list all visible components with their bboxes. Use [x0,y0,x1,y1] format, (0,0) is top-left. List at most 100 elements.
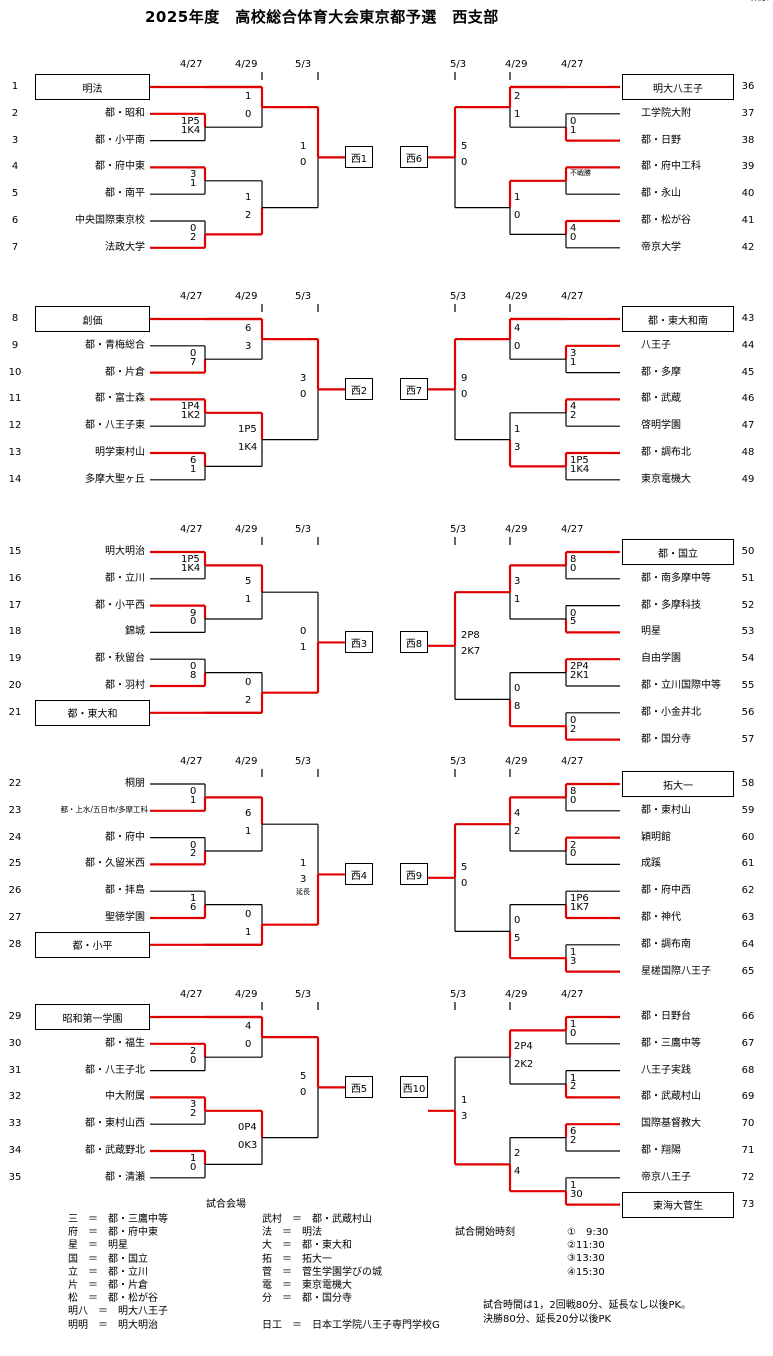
date-label-right: 5/3 [450,989,467,1000]
score-r1: 3 [190,169,197,181]
team-name-right: 都・日野 [641,134,681,146]
score-r1: 0 [570,231,577,243]
team-number-left: 20 [8,680,22,691]
score-r2: 1 [245,926,252,938]
corner-label: 東京 [751,0,769,3]
team-number-right: 37 [741,107,755,119]
score-r2: 5 [245,576,252,588]
score-r1: 1 [190,794,197,806]
score-r3: 0 [461,877,468,889]
score-r1: 6 [570,1126,577,1138]
team-number-left: 12 [8,420,22,432]
score-r1: 1 [190,893,197,905]
team-name-right: 穎明館 [641,831,671,843]
score-r1: 2 [570,723,577,735]
team-name-right: 都・永山 [641,188,681,200]
team-number-left: 6 [11,215,19,226]
final-slot-right: 西6 [400,146,428,169]
score-r3: 0 [300,626,307,638]
team-number-right: 49 [741,473,755,485]
score-r2: 1 [514,594,521,606]
team-number-right: 53 [741,626,755,638]
team-number-right: 46 [741,393,755,405]
score-r1: 1K4 [181,562,201,574]
team-name-right: 都・国分寺 [641,733,691,745]
date-label-right: 5/3 [450,59,467,70]
team-number-left: 2 [11,107,19,119]
score-r1: 6 [190,455,197,466]
team-name-right: 都・調布南 [641,938,691,950]
team-number-left: 15 [8,546,22,557]
venue-entry: 法 ＝ 明法 [262,1227,322,1239]
score-r1: 2 [570,1135,577,1146]
team-number-right: 68 [741,1064,755,1076]
date-label-left: 4/27 [180,291,203,302]
score-r1: 1P4 [181,401,200,413]
score-r1: 1 [570,356,577,368]
score-r3: 1 [300,858,307,870]
score-r1: 1P5 [570,455,589,466]
team-number-left: 3 [11,134,19,146]
score-note: 延長 [296,888,310,897]
team-number-right: 56 [741,706,755,718]
score-r1: 8 [570,554,577,565]
venue-entry: 大 ＝ 都・東大和 [262,1240,352,1252]
team-number-left: 17 [8,599,22,611]
team-number-left: 28 [8,938,22,950]
team-name-left: 都・拝島 [105,885,145,897]
score-r1: 2 [570,1081,577,1093]
score-r1: 4 [570,223,577,234]
team-number-right: 61 [741,858,755,870]
score-r1: 0 [190,616,197,628]
score-r1: 1 [190,463,197,475]
score-r1: 2 [190,1045,197,1057]
team-name-right: 自由学園 [641,653,681,665]
score-r1: 1P5 [181,554,200,565]
team-number-left: 14 [8,473,22,485]
team-name-right: 帝京大学 [641,241,681,253]
team-name-left: 多摩大聖ヶ丘 [85,473,145,485]
date-label-left: 4/27 [180,59,203,70]
team-name-left: 都・八王子北 [85,1064,145,1076]
team-name-right: 都・東村山 [641,804,691,816]
team-number-right: 40 [741,188,755,200]
date-label-left: 4/29 [235,756,258,767]
team-number-left: 16 [8,572,22,584]
score-r1: 1P5 [181,115,200,127]
seed-team-box-right: 都・東大和南 [622,306,734,332]
team-name-right: 都・武蔵村山 [641,1091,701,1103]
score-r1: 2 [190,1108,197,1120]
team-name-right: 星槎国際八王子 [641,965,711,977]
score-r1: 1 [570,1019,577,1030]
venues-title: 試合会場 [206,1199,246,1210]
team-number-left: 4 [11,161,19,173]
team-name-right: 工学院大附 [641,107,691,119]
team-name-left: 都・立川 [105,572,145,584]
score-r2: 0 [514,209,521,221]
team-number-left: 32 [8,1091,22,1103]
score-r2: 2 [245,694,252,706]
team-name-left: 桐朋 [125,778,145,789]
score-r1: 0 [570,115,577,127]
team-number-left: 30 [8,1037,22,1049]
score-r1: 2P4 [570,661,589,673]
team-name-left: 都・秋留台 [95,653,145,665]
team-name-left: 中央国際東京校 [75,215,145,226]
team-name-left: 都・府中 [105,831,145,843]
team-name-right: 都・府中工科 [641,161,701,173]
team-number-right: 66 [741,1011,755,1022]
team-number-left: 33 [8,1118,22,1130]
team-number-right: 47 [741,420,755,432]
score-r2: 2 [514,826,521,838]
score-r1: 1K2 [181,410,201,422]
team-number-right: 73 [741,1198,755,1210]
score-r3: 0 [461,157,468,169]
team-name-left: 都・府中東 [95,161,145,173]
team-number-right: 60 [741,831,755,843]
score-r1: 1K4 [570,463,590,475]
date-label-left: 5/3 [295,59,312,70]
score-r1: 1K4 [181,124,201,136]
score-r3: 0 [300,157,307,169]
team-name-left: 都・富士森 [95,393,145,405]
score-r2: 1 [245,826,252,838]
